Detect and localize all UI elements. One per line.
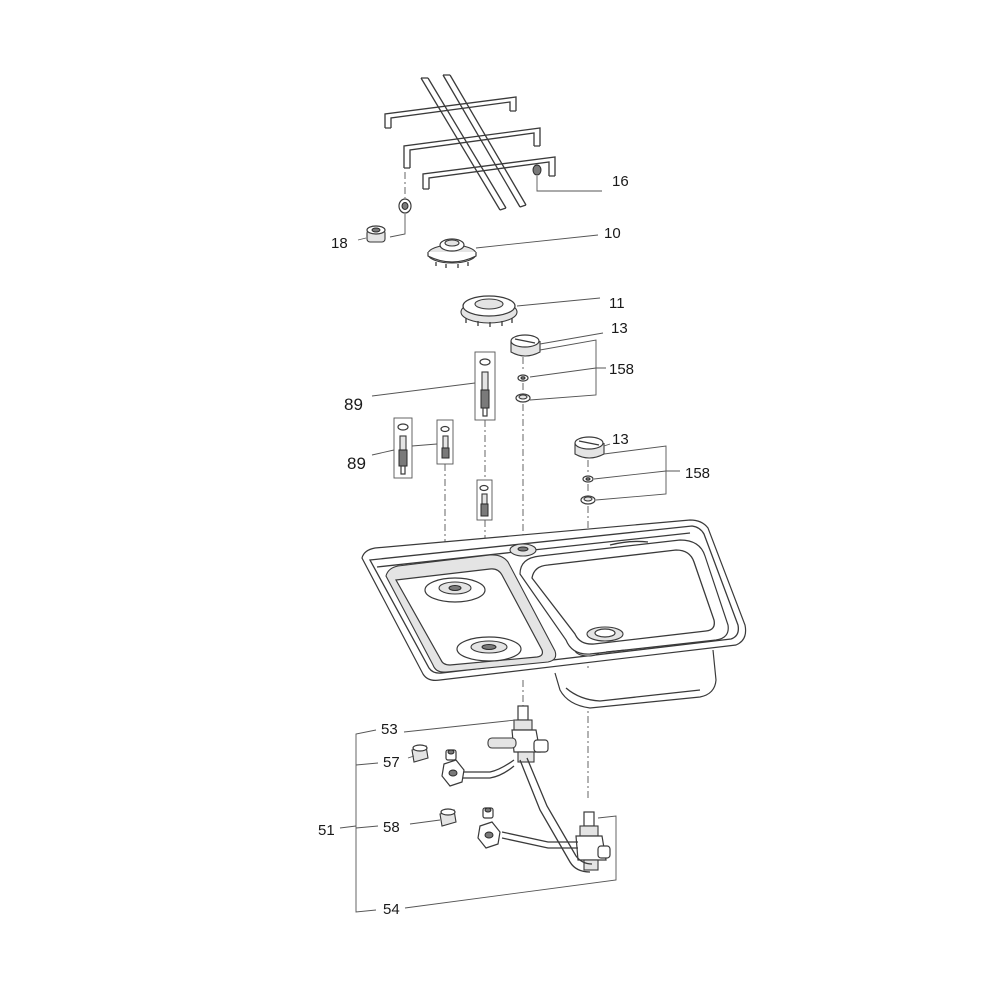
- callout-89-upper: 89: [344, 395, 363, 414]
- gas-valve-54[interactable]: [575, 811, 611, 871]
- electrode-center[interactable]: [479, 484, 489, 517]
- burner-nut-18[interactable]: [366, 225, 386, 243]
- fitting-58[interactable]: [482, 807, 494, 819]
- sink-bowl[interactable]: [519, 539, 729, 655]
- callout-51: 51: [318, 822, 335, 839]
- callout-13-upper: 13: [611, 320, 628, 337]
- thermocouple-connector-upper[interactable]: [441, 759, 465, 787]
- thermocouple-connector-lower[interactable]: [477, 821, 501, 849]
- callout-158-upper: 158: [609, 361, 634, 378]
- pan-support-grid[interactable]: [384, 74, 556, 211]
- nut-57[interactable]: [411, 744, 429, 763]
- callout-13-lower: 13: [612, 431, 629, 448]
- callout-10: 10: [604, 225, 621, 242]
- gas-valve-53[interactable]: [487, 705, 549, 763]
- burner-large-hob[interactable]: [456, 636, 522, 662]
- large-burner-cap-11[interactable]: [460, 295, 518, 327]
- callout-53: 53: [381, 721, 398, 738]
- fitting-57[interactable]: [445, 749, 457, 761]
- washer-158-upper-b[interactable]: [515, 393, 531, 403]
- callout-18: 18: [331, 235, 348, 252]
- callout-11: 11: [609, 295, 625, 312]
- callout-158-lower: 158: [685, 465, 710, 482]
- gas-pipe-manifold: [462, 757, 593, 873]
- washer-158-upper-a[interactable]: [517, 374, 529, 382]
- callout-89-lower: 89: [347, 454, 366, 473]
- washer-158-lower-b[interactable]: [580, 495, 596, 505]
- callout-54: 54: [383, 901, 400, 918]
- nut-58[interactable]: [439, 808, 457, 827]
- callout-58: 58: [383, 819, 400, 836]
- hob-sink-unit[interactable]: [361, 519, 747, 709]
- thermocouple-89-upper[interactable]: [479, 358, 491, 417]
- control-knob-13-upper[interactable]: [510, 334, 541, 357]
- thermocouple-89-lower[interactable]: [397, 423, 409, 475]
- burner-small-hob[interactable]: [424, 577, 486, 603]
- callout-16: 16: [612, 173, 629, 190]
- small-burner-cap-10[interactable]: [427, 238, 477, 268]
- electrode-89-lower[interactable]: [440, 425, 450, 459]
- rubber-foot-16[interactable]: [532, 164, 542, 176]
- washer-158-lower-a[interactable]: [582, 475, 594, 483]
- control-knob-13-lower[interactable]: [574, 436, 605, 459]
- rubber-foot-under-grid[interactable]: [398, 198, 412, 214]
- callout-57: 57: [383, 754, 400, 771]
